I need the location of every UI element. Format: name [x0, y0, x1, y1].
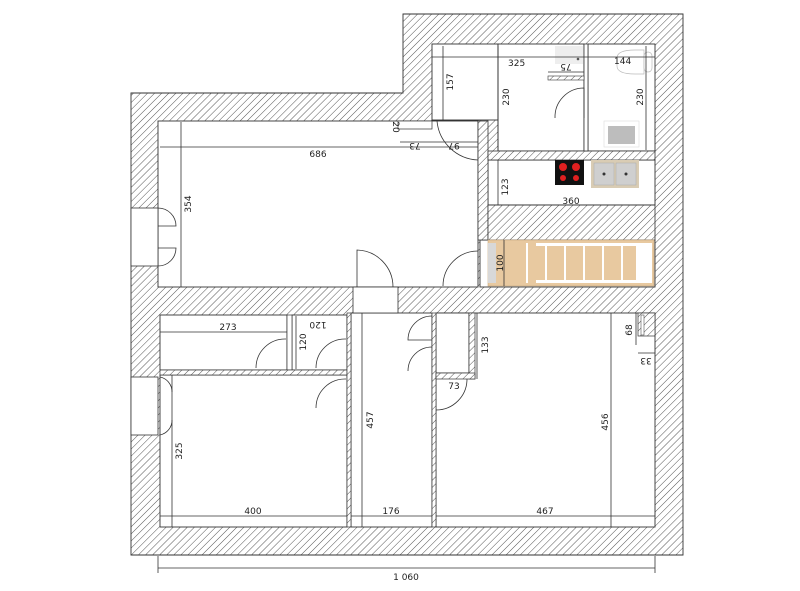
window-bedroom — [130, 376, 159, 436]
dim-bedroom-right-depth: 456 — [601, 413, 611, 430]
dim-storage-width: 273 — [219, 323, 236, 333]
dim-wc-depth: 230 — [636, 88, 646, 105]
dim-kitchen-depth: 123 — [501, 178, 511, 195]
dim-kitchen-width: 360 — [562, 197, 579, 207]
dim-pillar-width: 33 — [640, 355, 651, 365]
openings — [130, 207, 399, 436]
dim-wc-width: 144 — [614, 57, 631, 67]
dim-living-width: 686 — [309, 150, 326, 160]
storage-room — [159, 314, 288, 371]
dimension-lines — [157, 46, 656, 573]
dim-niche-depth: 20 — [390, 121, 400, 133]
entrance-opening — [352, 286, 399, 314]
interior-walls — [159, 43, 656, 528]
bedroom-left — [159, 374, 348, 528]
dim-wardrobe-width: 73 — [448, 382, 459, 392]
dim-bathroom-width: 325 — [508, 59, 525, 69]
washbasin-icon — [555, 46, 583, 64]
wardrobe — [435, 312, 470, 374]
dim-bathroom-depth: 230 — [502, 88, 512, 105]
dim-niche-width: 73 — [409, 140, 420, 150]
dim-bedroom-left-width: 400 — [244, 507, 261, 517]
hob-icon — [555, 160, 584, 185]
hall-top — [431, 43, 499, 121]
kitchen-sink-icon — [591, 160, 639, 188]
door-swings — [157, 87, 585, 436]
dim-corridor-width: 176 — [382, 507, 399, 517]
dim-pillar-depth: 68 — [625, 324, 635, 336]
dim-corridor-length: 457 — [366, 411, 376, 428]
dim-living-depth: 354 — [184, 195, 194, 212]
dim-stairs-width: 100 — [496, 254, 506, 271]
dim-shower-width: 75 — [560, 61, 571, 71]
dim-door-97: 97 — [448, 140, 459, 150]
dimension-labels: 686 354 20 73 97 157 325 230 75 144 230 … — [175, 57, 652, 583]
dim-closet-depth: 120 — [299, 333, 309, 350]
bathtub-icon — [603, 120, 640, 148]
rooms — [157, 43, 656, 528]
corridor — [350, 312, 433, 528]
dim-bedroom-right-width: 467 — [536, 507, 553, 517]
dim-closet-width: 120 — [309, 319, 326, 329]
dim-bedroom-left-depth: 325 — [175, 442, 185, 459]
window-living — [130, 207, 159, 267]
dim-wardrobe-depth: 133 — [481, 336, 491, 353]
stairs-icon — [487, 239, 655, 287]
dim-hall-depth: 157 — [446, 73, 456, 90]
dim-overall-width: 1 060 — [393, 573, 419, 583]
living-room — [157, 120, 479, 288]
